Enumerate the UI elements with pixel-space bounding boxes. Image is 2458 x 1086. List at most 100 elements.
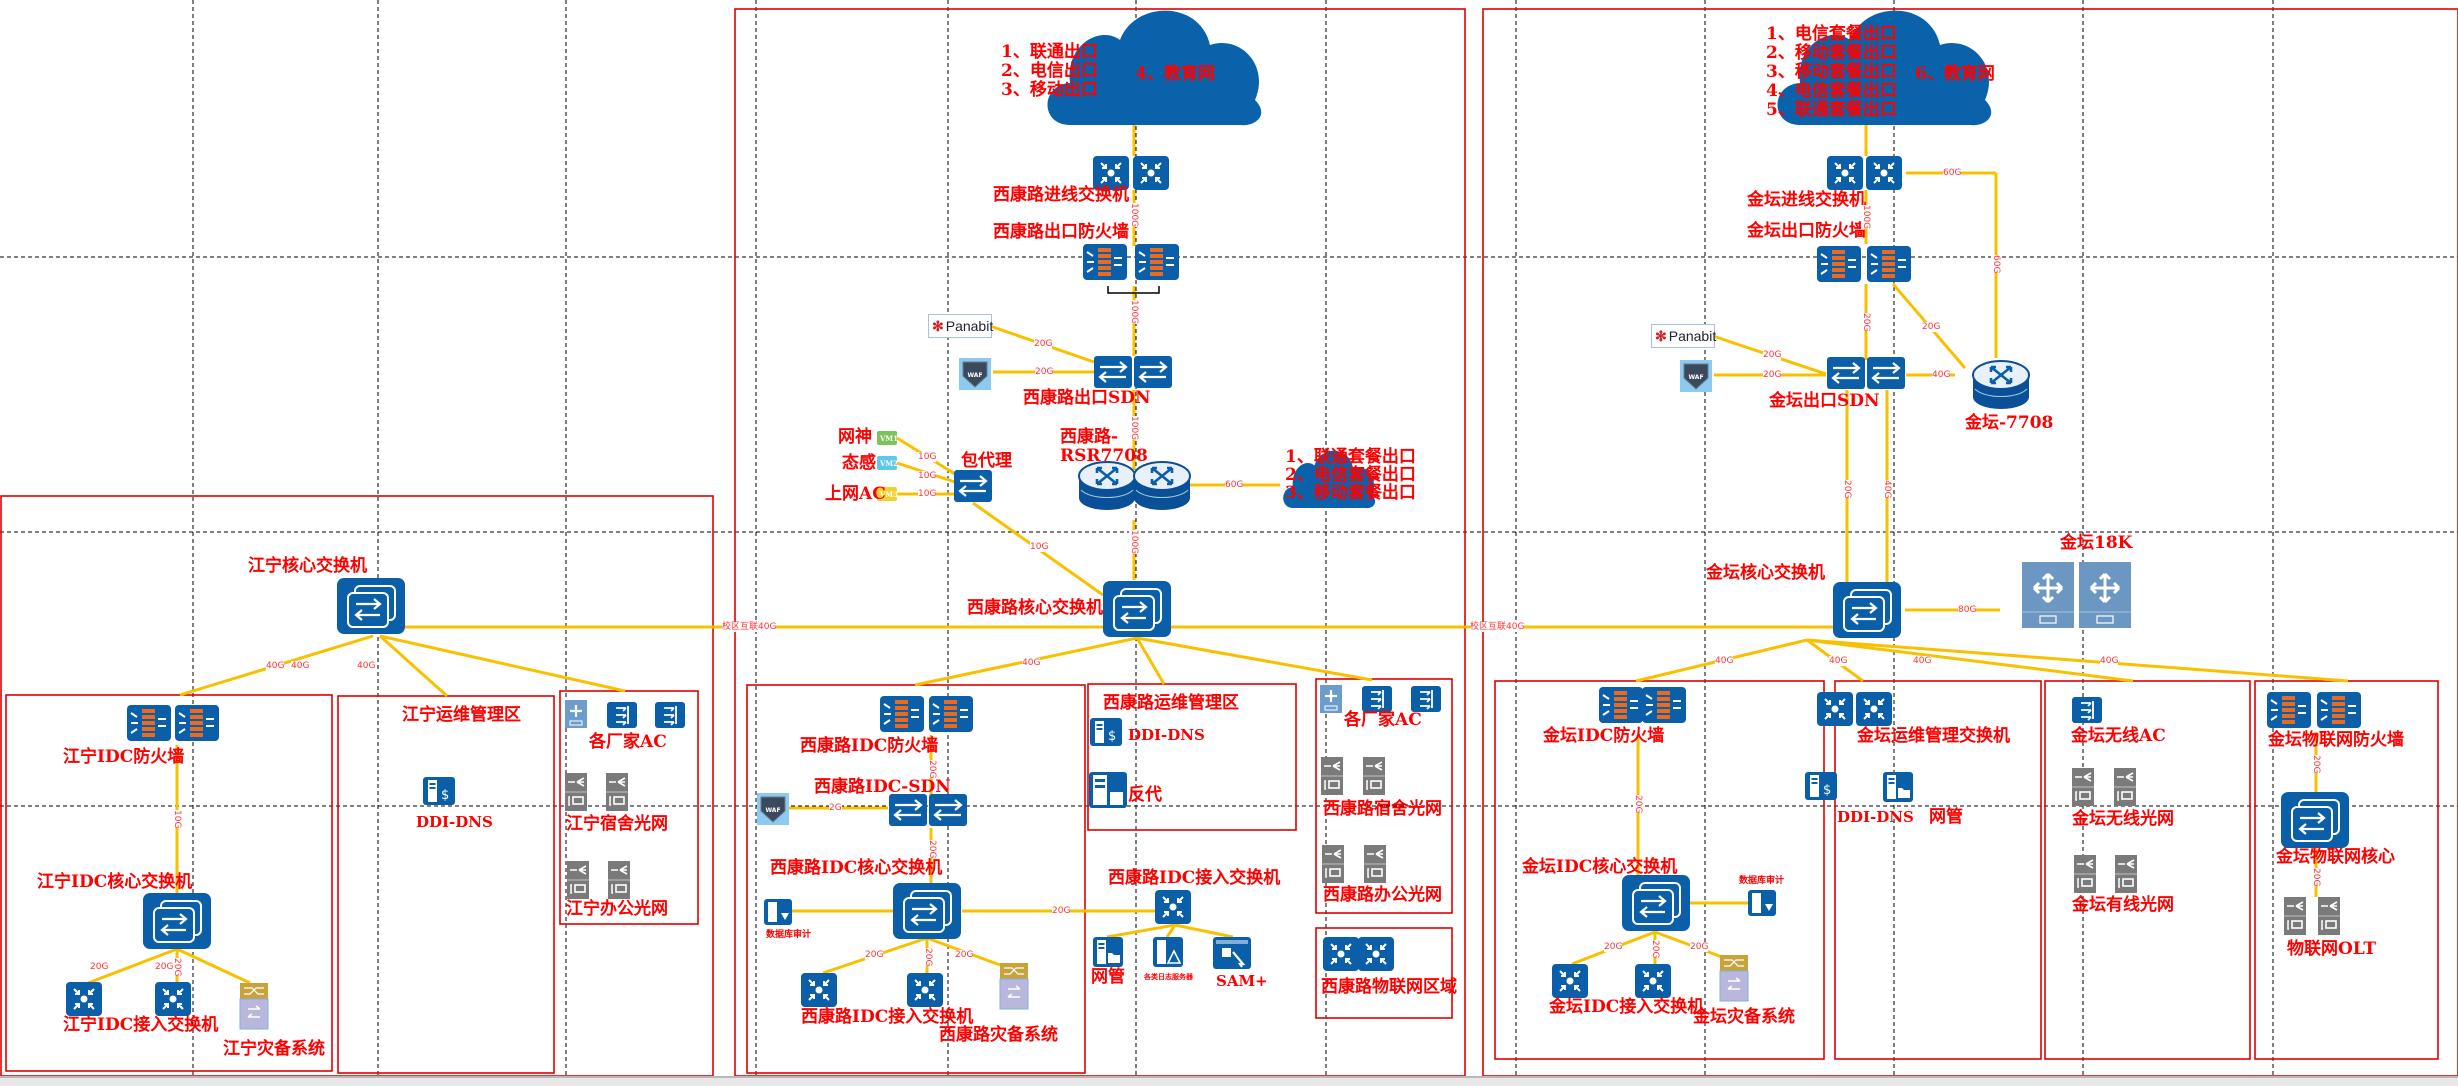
core-switch-icon[interactable] [891,881,963,941]
horizontal-scrollbar[interactable] [0,1076,2458,1086]
core-switch-icon[interactable] [1101,579,1173,639]
iot-zone-label: 西康路物联网区域 [1321,977,1457,997]
vm-icon[interactable] [877,431,897,445]
firewall-icon[interactable] [2266,691,2312,729]
router-icon[interactable] [1971,359,2031,411]
dr-system-icon[interactable] [239,982,269,1030]
switch-icon[interactable] [800,972,838,1008]
firewall-icon[interactable] [1816,245,1862,283]
firewall-icon[interactable] [1134,243,1180,281]
pon-icon[interactable] [605,772,629,812]
pon-icon[interactable] [564,772,588,812]
pon-icon[interactable] [566,860,590,900]
pon-icon[interactable] [2317,896,2341,936]
pon-icon[interactable] [1363,844,1387,884]
link-bw: 40G [291,661,310,671]
core-switch-icon[interactable] [1620,873,1692,933]
core-switch-icon[interactable] [1831,580,1903,640]
switch-icon[interactable] [1826,155,1864,191]
wlan-controller-icon[interactable] [1318,683,1344,715]
router-icon[interactable] [1132,460,1192,512]
pon-icon[interactable] [2073,854,2097,894]
db-audit-icon[interactable] [764,899,792,925]
nms-server-icon[interactable] [1883,772,1913,802]
firewall-icon[interactable] [174,704,220,742]
switch-icon[interactable] [154,981,192,1017]
firewall-icon[interactable] [1082,243,1128,281]
link-bw: 20G [1650,940,1660,959]
switch-icon[interactable] [65,981,103,1017]
dr-system-icon[interactable] [1719,954,1749,1002]
switch-icon[interactable] [1322,936,1360,972]
ac-icon[interactable] [1410,685,1442,713]
switch-icon[interactable] [1132,155,1170,191]
pon-icon[interactable] [2283,896,2307,936]
switch-icon[interactable] [1357,936,1395,972]
ac-icon[interactable] [606,701,638,729]
switch-icon[interactable] [1855,691,1893,727]
db-audit-icon[interactable] [1748,890,1776,916]
sdn-switch-icon[interactable] [1092,354,1134,390]
pon-icon[interactable] [2113,767,2137,807]
waf-icon[interactable] [756,792,790,826]
ac-icon[interactable] [1361,685,1393,713]
firewall-icon[interactable] [1641,686,1687,724]
ddi-server-icon[interactable] [1805,772,1837,800]
link-bw: 20G [1842,480,1852,499]
firewall-icon[interactable] [1598,686,1644,724]
ddi-server-icon[interactable] [1090,718,1122,746]
sam-icon[interactable] [1211,935,1253,971]
waf-icon[interactable] [958,357,992,391]
firewall-icon[interactable] [928,695,974,733]
switch-icon[interactable] [1551,963,1589,999]
panabit-device[interactable]: ✻Panabit [928,314,993,338]
pon-icon[interactable] [1320,756,1344,796]
switch-icon[interactable] [1634,963,1672,999]
waf-icon[interactable] [1679,359,1713,393]
core-router-18k-icon[interactable] [2077,560,2133,630]
pon-icon[interactable] [607,860,631,900]
switch-icon[interactable] [1816,691,1854,727]
link-jn-core-ops [378,634,449,698]
core-switch-icon[interactable] [335,576,407,636]
nms-server-icon[interactable] [1093,937,1123,967]
sdn-switch-icon[interactable] [1132,354,1174,390]
idc-access-label: 金坛IDC接入交换机 [1549,997,1705,1017]
switch-icon[interactable] [1865,155,1903,191]
router-icon[interactable] [1077,460,1137,512]
firewall-icon[interactable] [2316,691,2362,729]
nms-label: 网管 [1091,967,1125,987]
firewall-icon[interactable] [879,695,925,733]
pon-icon[interactable] [1362,756,1386,796]
ac-icon[interactable] [654,701,686,729]
vm-icon[interactable] [877,456,897,470]
core-switch-icon[interactable] [2279,790,2351,850]
panabit-device[interactable]: ✻Panabit [1651,324,1717,348]
core-switch-icon[interactable] [141,891,213,951]
zone-jiangning-access [559,690,699,925]
firewall-icon[interactable] [126,704,172,742]
switch-icon[interactable] [906,972,944,1008]
switch-icon[interactable] [1154,889,1192,925]
sdn-switch-icon[interactable] [1825,355,1867,391]
ac-icon[interactable] [2071,696,2103,724]
sdn-switch-icon[interactable] [887,792,929,828]
link-bw: 20G [1690,942,1709,952]
firewall-icon[interactable] [1866,245,1912,283]
panabit-label: Panabit [1668,328,1717,344]
ddi-server-icon[interactable] [423,777,455,805]
proxy-switch-icon[interactable] [952,468,994,504]
pon-icon[interactable] [2114,854,2138,894]
core-router-18k-icon[interactable] [2020,560,2076,630]
sdn-switch-icon[interactable] [1865,355,1907,391]
vm-icon[interactable] [877,487,897,501]
reverse-proxy-icon[interactable] [1089,772,1127,808]
sdn-switch-icon[interactable] [927,792,969,828]
dr-system-icon[interactable] [999,962,1029,1010]
pon-icon[interactable] [1321,844,1345,884]
pon-icon[interactable] [2071,767,2095,807]
link-bw: 100G [1129,300,1139,325]
wlan-controller-icon[interactable] [563,698,589,730]
log-server-icon[interactable] [1152,936,1184,968]
zone-jiangning-idc [5,694,333,1072]
